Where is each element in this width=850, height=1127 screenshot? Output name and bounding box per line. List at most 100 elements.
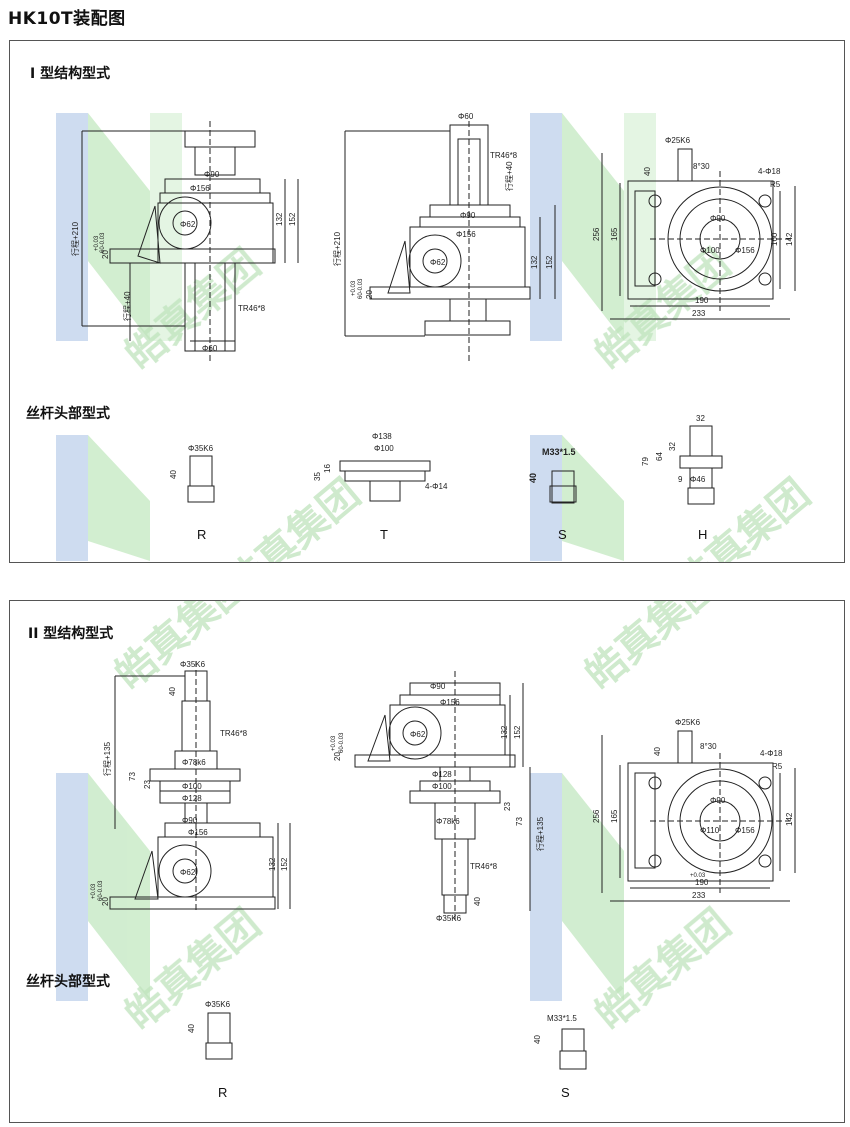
type2-head-dims: Φ35K6 40 M33*1.5 40 [187, 1000, 577, 1044]
svg-text:Φ78k6: Φ78k6 [436, 817, 460, 826]
svg-text:Φ60: Φ60 [458, 112, 474, 121]
type1-front-view-b-dims: Φ60 TR46*8 行程+40 Φ90 Φ156 Φ62 行程+210 132… [332, 112, 554, 299]
svg-text:皓真集团: 皓真集团 [217, 471, 369, 562]
type1-head-drawings [187, 425, 723, 505]
svg-text:165: 165 [610, 227, 619, 241]
svg-text:Φ62: Φ62 [180, 868, 196, 877]
svg-text:Φ156: Φ156 [456, 230, 476, 239]
svg-text:40: 40 [168, 687, 177, 696]
svg-text:Φ156: Φ156 [735, 826, 755, 835]
svg-text:M33*1.5: M33*1.5 [547, 1014, 577, 1023]
svg-text:8°30: 8°30 [693, 162, 710, 171]
svg-text:Φ90: Φ90 [460, 211, 476, 220]
svg-text:Φ78k6: Φ78k6 [182, 758, 206, 767]
svg-text:行程+40: 行程+40 [504, 161, 514, 191]
svg-text:Φ128: Φ128 [432, 770, 452, 779]
svg-text:20: 20 [365, 290, 374, 299]
svg-text:40: 40 [643, 167, 652, 176]
type2-front-view-a-dims: Φ35K6 40 TR46*8 行程+135 73 23 Φ78k6 Φ100 … [91, 660, 289, 906]
svg-text:60-0.03: 60-0.03 [98, 880, 104, 901]
svg-text:32: 32 [668, 442, 677, 451]
svg-text:Φ90: Φ90 [710, 796, 726, 805]
type1-top-view [601, 148, 796, 320]
type-2-drawing: 皓真集团 皓真集团 皓真集团 皓真集团 Φ35K [56, 601, 796, 1070]
svg-text:Φ25K6: Φ25K6 [675, 718, 701, 727]
svg-text:4-Φ18: 4-Φ18 [758, 167, 781, 176]
svg-text:Φ90: Φ90 [710, 214, 726, 223]
svg-text:20: 20 [333, 752, 342, 761]
svg-text:Φ100: Φ100 [182, 782, 202, 791]
svg-text:Φ100: Φ100 [432, 782, 452, 791]
watermark-logo-2 [56, 773, 624, 1001]
svg-text:Φ25K6: Φ25K6 [665, 136, 691, 145]
type2-front-view-b [354, 671, 531, 921]
type2-head-drawings [205, 1012, 587, 1070]
svg-text:79: 79 [641, 457, 650, 466]
svg-text:Φ90: Φ90 [204, 170, 220, 179]
type-2-heading: II 型结构型式 [28, 626, 114, 642]
svg-text:40: 40 [187, 1024, 196, 1033]
svg-text:R5: R5 [770, 180, 781, 189]
svg-text:Φ100: Φ100 [700, 246, 720, 255]
type-1-heading: I 型结构型式 [30, 66, 111, 82]
type2-head-label-s: S [561, 1085, 570, 1100]
svg-text:R5: R5 [772, 762, 783, 771]
svg-text:4-Φ14: 4-Φ14 [425, 482, 448, 491]
type-2-head-heading: 丝杆头部型式 [26, 974, 110, 990]
svg-text:行程+135: 行程+135 [102, 741, 112, 776]
svg-text:152: 152 [513, 725, 522, 739]
svg-text:行程+210: 行程+210 [332, 231, 342, 266]
svg-text:Φ35K6: Φ35K6 [188, 444, 214, 453]
svg-text:152: 152 [545, 255, 554, 269]
svg-text:60-0.03: 60-0.03 [339, 732, 345, 753]
type2-top-view [601, 730, 796, 902]
svg-text:9: 9 [678, 475, 683, 484]
svg-text:40: 40 [169, 470, 178, 479]
svg-text:Φ35K6: Φ35K6 [180, 660, 206, 669]
svg-text:40: 40 [528, 473, 538, 483]
svg-text:Φ62: Φ62 [410, 730, 426, 739]
svg-text:皓真集团: 皓真集团 [107, 601, 259, 699]
svg-text:Φ90: Φ90 [430, 682, 446, 691]
page-title: HK10T装配图 [8, 9, 126, 29]
svg-text:132: 132 [275, 212, 284, 226]
type-1-head-heading: 丝杆头部型式 [26, 406, 110, 422]
svg-text:行程+210: 行程+210 [70, 221, 80, 256]
head-label-h: H [698, 527, 708, 542]
svg-text:M33*1.5: M33*1.5 [542, 447, 576, 457]
svg-text:Φ60: Φ60 [202, 344, 218, 353]
svg-text:Φ156: Φ156 [735, 246, 755, 255]
svg-text:Φ90: Φ90 [182, 816, 198, 825]
svg-text:60-0.03: 60-0.03 [358, 278, 364, 299]
svg-text:190: 190 [695, 296, 709, 305]
svg-text:165: 165 [610, 809, 619, 823]
svg-text:152: 152 [280, 857, 289, 871]
type1-front-view-a-dims: Φ90 Φ156 Φ62 行程+210 行程+40 132 152 20 +0.… [70, 170, 297, 353]
svg-text:233: 233 [692, 891, 706, 900]
type2-top-view-dims: Φ25K6 8°30 4-Φ18 R5 40 256 165 142 190 2… [592, 718, 794, 900]
svg-text:190: 190 [695, 878, 709, 887]
svg-text:73: 73 [515, 817, 524, 826]
svg-text:20: 20 [101, 897, 110, 906]
svg-text:40: 40 [473, 897, 482, 906]
svg-text:Φ156: Φ156 [190, 184, 210, 193]
svg-text:40: 40 [653, 747, 662, 756]
svg-text:Φ156: Φ156 [188, 828, 208, 837]
svg-text:Φ156: Φ156 [440, 698, 460, 707]
svg-text:Φ128: Φ128 [182, 794, 202, 803]
type-1-drawing: 皓真集团 皓真集团 皓真集团 皓真集团 [56, 112, 819, 562]
watermark-logo [56, 113, 656, 561]
svg-text:Φ62: Φ62 [180, 220, 196, 229]
svg-text:256: 256 [592, 227, 601, 241]
type2-front-view-b-dims: Φ90 Φ156 Φ62 132 152 20 +0.03 60-0.03 Φ1… [331, 682, 545, 923]
svg-text:Φ35K6: Φ35K6 [436, 914, 462, 923]
type1-head-dims: Φ35K6 40 Φ138 Φ100 35 16 4-Φ14 M33*1.5 4… [169, 414, 706, 491]
svg-text:8°30: 8°30 [700, 742, 717, 751]
panel-type-2: 皓真集团 皓真集团 皓真集团 皓真集团 Φ35K [9, 600, 845, 1123]
svg-text:23: 23 [503, 802, 512, 811]
svg-text:TR46*8: TR46*8 [220, 729, 248, 738]
svg-text:4-Φ18: 4-Φ18 [760, 749, 783, 758]
panel-type-1: 皓真集团 皓真集团 皓真集团 皓真集团 [9, 40, 845, 563]
svg-text:132: 132 [530, 255, 539, 269]
svg-text:142: 142 [785, 232, 794, 246]
